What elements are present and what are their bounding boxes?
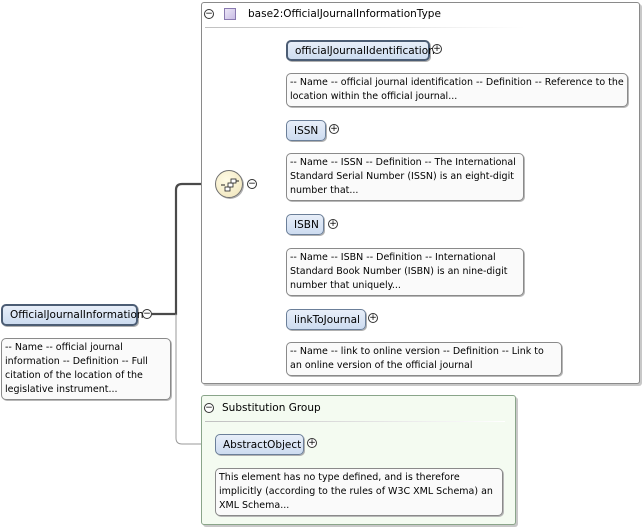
sequence-icon <box>221 178 239 192</box>
expand-issn-button[interactable]: + <box>329 123 339 134</box>
element-name: officialJournalIdentification <box>295 44 435 57</box>
connector-root-to-substitution <box>175 314 216 445</box>
element-issn[interactable]: ISSN <box>286 120 326 141</box>
element-name: linkToJournal <box>294 313 360 326</box>
type-group-separator <box>205 27 525 28</box>
doc-official-journal-identification: -- Name -- official journal identificati… <box>286 73 628 107</box>
element-link-to-journal[interactable]: linkToJournal <box>286 309 366 330</box>
doc-issn: -- Name -- ISSN -- Definition -- The Int… <box>286 153 524 201</box>
doc-link-to-journal: -- Name -- link to online version -- Def… <box>286 342 562 376</box>
substitution-group-separator <box>205 421 505 422</box>
root-element-name: OfficialJournalInformation <box>10 309 144 321</box>
element-official-journal-identification[interactable]: officialJournalIdentification <box>286 40 435 61</box>
element-name: ISSN <box>294 124 319 137</box>
expand-official-journal-identification-button[interactable]: + <box>432 43 442 54</box>
substitution-group-title: Substitution Group <box>222 402 321 414</box>
root-element-collapse-button[interactable]: − <box>142 308 152 319</box>
type-group-title: base2:OfficialJournalInformationType <box>248 8 441 20</box>
expand-abstract-object-button[interactable]: + <box>307 437 317 448</box>
sequence-collapse-button[interactable]: − <box>247 178 257 189</box>
element-name: AbstractObject <box>223 438 302 451</box>
expand-link-to-journal-button[interactable]: + <box>368 312 378 323</box>
element-name: ISBN <box>294 218 319 231</box>
root-element-box[interactable]: OfficialJournalInformation <box>1 304 144 326</box>
element-isbn[interactable]: ISBN <box>286 214 324 235</box>
element-abstract-object[interactable]: AbstractObject <box>215 434 304 455</box>
complex-type-icon <box>224 8 236 20</box>
type-group-collapse-button[interactable]: − <box>204 8 214 19</box>
doc-isbn: -- Name -- ISBN -- Definition -- Interna… <box>286 248 524 296</box>
substitution-group-collapse-button[interactable]: − <box>204 402 214 413</box>
expand-isbn-button[interactable]: + <box>328 218 338 229</box>
sequence-compositor[interactable] <box>215 170 243 198</box>
root-element-documentation: -- Name -- official journal information … <box>1 338 171 400</box>
connector-root-to-sequence <box>152 182 216 316</box>
doc-abstract-object: This element has no type defined, and is… <box>215 468 503 516</box>
